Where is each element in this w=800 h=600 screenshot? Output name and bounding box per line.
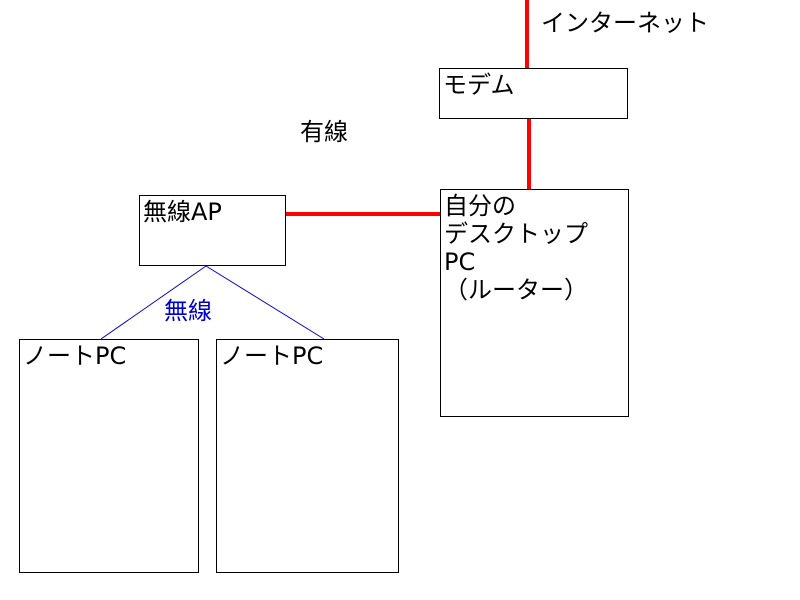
notebook-pc-box-1: ノートPC	[19, 339, 199, 573]
internet-label: インターネット	[541, 9, 709, 37]
notebook-pc-label-2: ノートPC	[220, 342, 324, 370]
notebook-pc-label-1: ノートPC	[23, 342, 127, 370]
desktop-router-box: 自分の デスクトップ PC （ルーター）	[440, 189, 629, 417]
desktop-router-label: 自分の デスクトップ PC （ルーター）	[444, 192, 588, 304]
modem-box: モデム	[439, 68, 628, 119]
wireless-ap-label: 無線AP	[143, 198, 222, 226]
wireless-label: 無線	[164, 297, 212, 325]
modem-label: モデム	[443, 71, 515, 99]
wired-label: 有線	[300, 118, 348, 146]
notebook-pc-box-2: ノートPC	[216, 339, 399, 573]
wireless-ap-box: 無線AP	[139, 195, 286, 266]
ap-to-notebook-2-wireless-link	[205, 265, 325, 340]
ap-to-notebook-1-wireless-link	[100, 265, 207, 340]
